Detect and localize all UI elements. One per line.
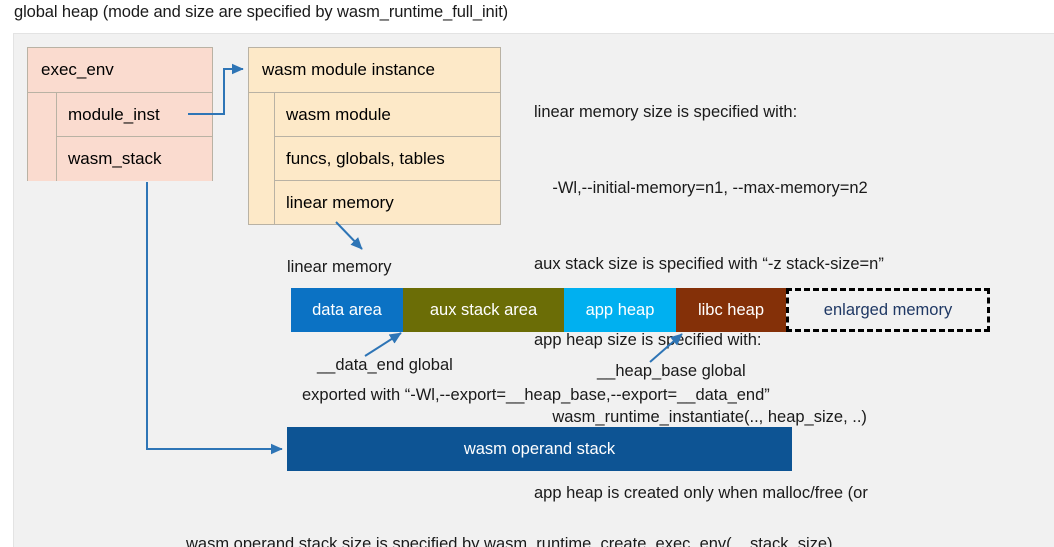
info-line-3: app heap size is specified with: (534, 331, 762, 350)
linear-memory-bar-label: linear memory (287, 258, 392, 276)
exec-env-gutter (28, 93, 57, 181)
memory-segment-app-heap: app heap (564, 288, 676, 332)
linear-memory-bar: data area aux stack area app heap libc h… (291, 288, 990, 332)
wasm-module-instance-gutter (249, 93, 275, 224)
info-line-0: linear memory size is specified with: (534, 102, 798, 121)
info-line-2: aux stack size is specified with “-z sta… (534, 255, 884, 274)
wasm-module-instance-field-wasm-module: wasm module (275, 93, 500, 137)
bottom-line-0: wasm operand stack size is specified by … (186, 534, 833, 547)
wasm-module-instance-field-wasm-module-label: wasm module (286, 104, 391, 124)
wasm-module-instance-field-funcs-globals-tables-label: funcs, globals, tables (286, 148, 445, 168)
exec-env-field-wasm-stack: wasm_stack (57, 137, 212, 181)
wasm-module-instance-box: wasm module instance wasm module funcs, … (248, 47, 501, 225)
wasm-module-instance-title-label: wasm module instance (262, 60, 435, 79)
memory-segment-libc-heap-label: libc heap (697, 300, 765, 319)
wasm-operand-stack-bar: wasm operand stack (287, 427, 792, 471)
memory-segment-enlarged-memory: enlarged memory (786, 288, 990, 332)
memory-segment-enlarged-memory-label: enlarged memory (823, 300, 953, 319)
exec-env-title: exec_env (28, 48, 212, 93)
wasm-module-instance-field-linear-memory: linear memory (275, 181, 500, 224)
wasm-operand-stack-label: wasm operand stack (463, 439, 616, 458)
info-line-1: -Wl,--initial-memory=n1, --max-memory=n2 (534, 179, 868, 198)
info-line-5: app heap is created only when malloc/fre… (534, 483, 868, 502)
info-line-4: wasm_runtime_instantiate(.., heap_size, … (534, 407, 867, 426)
annotation-heap-base: __heap_base global (597, 362, 746, 380)
exec-env-box: exec_env module_inst wasm_stack (27, 47, 213, 181)
annotation-data-end: __data_end global (317, 356, 453, 374)
annotation-exported-with: exported with “-Wl,--export=__heap_base,… (302, 386, 770, 404)
linear-memory-info-text: linear memory size is specified with: -W… (534, 49, 1044, 547)
memory-segment-data-area-label: data area (312, 300, 382, 319)
operand-stack-info-text: wasm operand stack size is specified by … (186, 481, 1046, 547)
exec-env-field-module-inst: module_inst (57, 93, 212, 137)
exec-env-field-wasm-stack-label: wasm_stack (68, 149, 162, 168)
memory-segment-libc-heap: libc heap (676, 288, 786, 332)
memory-segment-aux-stack-area-label: aux stack area (429, 300, 538, 319)
page-title: global heap (mode and size are specified… (14, 3, 509, 21)
memory-segment-app-heap-label: app heap (585, 300, 655, 319)
wasm-module-instance-title: wasm module instance (249, 48, 500, 93)
wasm-module-instance-field-funcs-globals-tables: funcs, globals, tables (275, 137, 500, 181)
exec-env-field-module-inst-label: module_inst (68, 104, 160, 124)
memory-segment-aux-stack-area: aux stack area (403, 288, 564, 332)
exec-env-title-label: exec_env (41, 60, 114, 79)
wasm-module-instance-field-linear-memory-label: linear memory (286, 192, 394, 212)
memory-segment-data-area: data area (291, 288, 403, 332)
